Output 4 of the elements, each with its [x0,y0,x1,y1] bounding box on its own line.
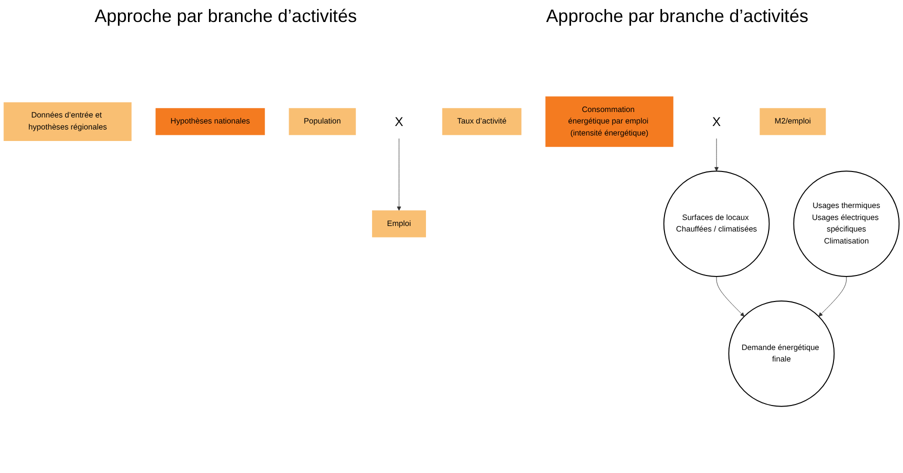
node-text: X [712,114,721,129]
section-heading: Approche par branche d’activités [94,6,357,28]
node-text: X [394,114,404,129]
section-heading: Approche par branche d’activités [546,6,808,28]
